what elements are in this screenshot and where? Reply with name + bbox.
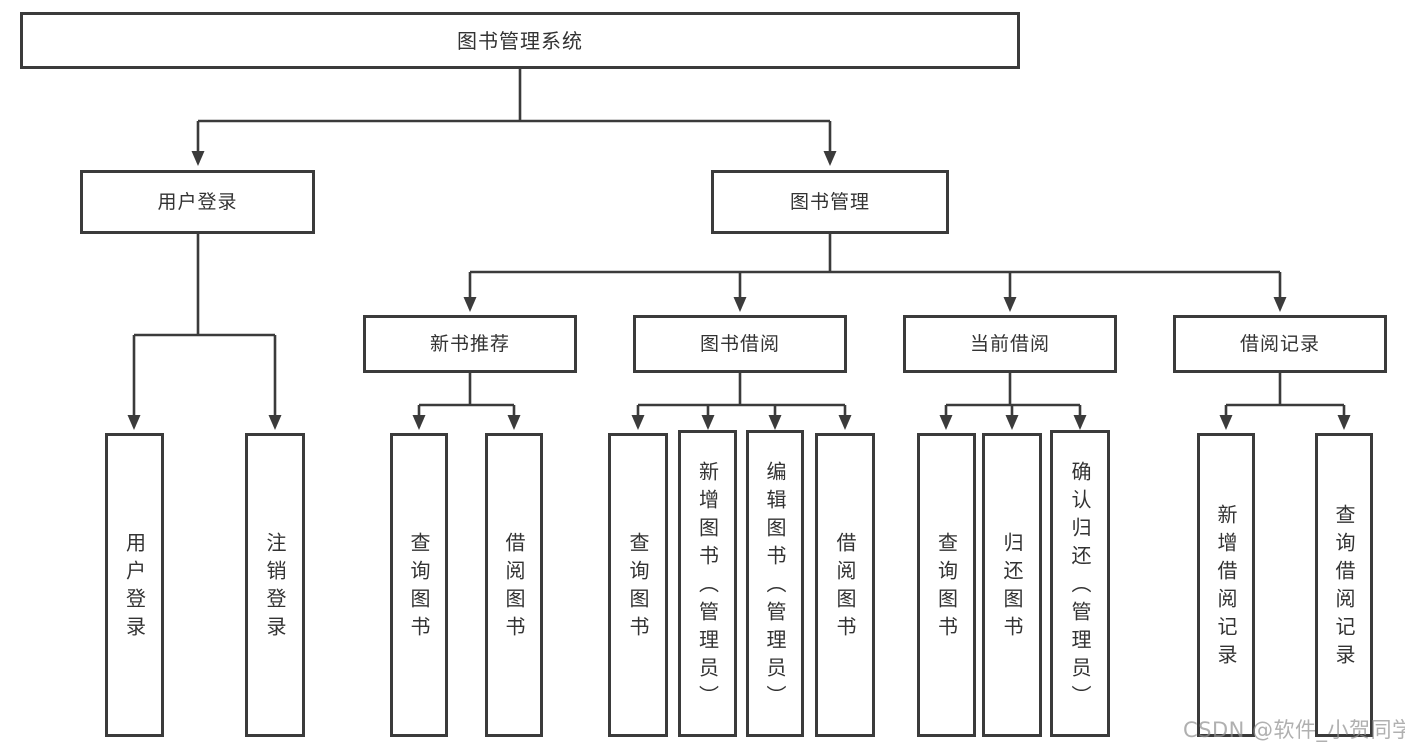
leaf-logout: 注销登录 [245, 433, 305, 737]
leaf-borrow-books-2: 借阅图书 [815, 433, 875, 737]
leaf-add-borrow-record: 新增借阅记录 [1197, 433, 1255, 737]
leaf-add-book-admin: 新增图书（管理员） [678, 430, 737, 737]
leaf-borrow-books-1: 借阅图书 [485, 433, 543, 737]
leaf-query-borrow-record: 查询借阅记录 [1315, 433, 1373, 737]
node-borrow-records: 借阅记录 [1173, 315, 1387, 373]
leaf-return-book: 归还图书 [982, 433, 1042, 737]
leaf-edit-book-admin: 编辑图书（管理员） [746, 430, 804, 737]
leaf-query-books-2: 查询图书 [608, 433, 668, 737]
node-book-borrow: 图书借阅 [633, 315, 847, 373]
node-user-login-branch: 用户登录 [80, 170, 315, 234]
node-library-system: 图书管理系统 [20, 12, 1020, 69]
node-book-management: 图书管理 [711, 170, 949, 234]
leaf-confirm-return-admin: 确认归还（管理员） [1050, 430, 1110, 737]
tree-branch-lines [134, 69, 1344, 407]
node-new-book-recommend: 新书推荐 [363, 315, 577, 373]
leaf-query-books-3: 查询图书 [917, 433, 976, 737]
node-current-borrow: 当前借阅 [903, 315, 1117, 373]
leaf-query-books-1: 查询图书 [390, 433, 448, 737]
leaf-user-login: 用户登录 [105, 433, 164, 737]
